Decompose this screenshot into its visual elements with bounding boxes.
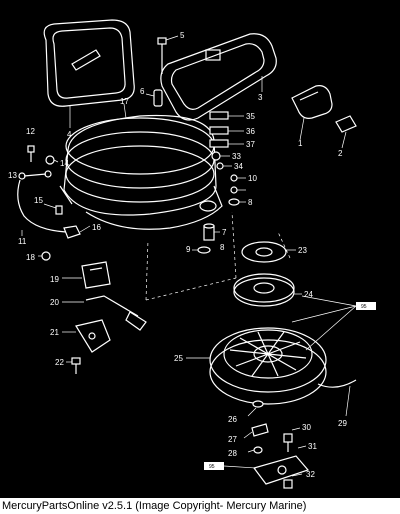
- callout-27: 27: [228, 435, 237, 444]
- part-1-starter-handle: [291, 85, 333, 141]
- callout-8-lower: 8: [220, 243, 225, 252]
- parts-diagram: 95 95 1 2 3 4 5 6 7 8 8 9 10 11 12 13 14…: [8, 19, 376, 489]
- parts-33-34-10-8-fasteners: [199, 151, 246, 212]
- callout-35: 35: [246, 112, 255, 121]
- part-32-screw: [283, 473, 303, 489]
- callout-7: 7: [222, 228, 227, 237]
- part-12-screw: [27, 145, 35, 162]
- callout-14: 14: [60, 159, 69, 168]
- callout-12: 12: [26, 127, 35, 136]
- callout-26: 26: [228, 415, 237, 424]
- callout-1: 1: [298, 139, 303, 148]
- callout-18: 18: [26, 253, 35, 262]
- callout-32: 32: [306, 470, 315, 479]
- callout-22: 22: [55, 358, 64, 367]
- part-2-handle-insert: [335, 115, 357, 149]
- callout-4: 4: [67, 130, 72, 139]
- part-18-screw: [38, 251, 51, 261]
- callout-20: 20: [50, 298, 59, 307]
- part-31-pawl-plate: [252, 445, 310, 485]
- part-22-screw: [66, 357, 81, 374]
- callout-24: 24: [304, 290, 313, 299]
- callout-10: 10: [248, 174, 257, 183]
- part-9-washer: [192, 246, 211, 254]
- callout-28: 28: [228, 449, 237, 458]
- callout-25: 25: [174, 354, 183, 363]
- parts-35-36-37-decals: [209, 111, 244, 148]
- callout-8-upper: 8: [248, 198, 253, 207]
- callout-23: 23: [298, 246, 307, 255]
- part-27-pawl: [243, 423, 269, 439]
- part-15-screw: [43, 203, 63, 215]
- part-7-bushing: [203, 223, 220, 241]
- part-19-cam-bracket: [62, 261, 111, 289]
- part-20-link: [62, 295, 147, 331]
- callout-9: 9: [186, 245, 191, 254]
- part-3-cover-housing: [160, 33, 277, 121]
- lubricant-tag-label-2: 95: [209, 464, 215, 470]
- part-23-retainer: [241, 241, 296, 263]
- callout-11: 11: [18, 237, 27, 246]
- part-13-terminal: [18, 170, 52, 180]
- part-26-screw: [247, 400, 264, 417]
- lubricant-tag-label: 95: [361, 304, 367, 310]
- part-28-spring: [247, 446, 263, 454]
- callout-2: 2: [338, 149, 343, 158]
- callout-16: 16: [92, 223, 101, 232]
- callout-31: 31: [308, 442, 317, 451]
- part-6-pin: [145, 89, 163, 107]
- callout-21: 21: [50, 328, 59, 337]
- callout-5: 5: [180, 31, 185, 40]
- callout-36: 36: [246, 127, 255, 136]
- part-29-starter-rope: [317, 379, 357, 417]
- copyright-footer: MercuryPartsOnline v2.5.1 (Image Copyrig…: [0, 498, 400, 514]
- part-24-rewind-spring: [233, 273, 302, 307]
- part-11-stop-wire: [17, 179, 67, 236]
- part-4-decal-plate: [43, 19, 135, 128]
- callout-labels: 1 2 3 4 5 6 7 8 8 9 10 11 12 13 14 15 16…: [8, 31, 347, 479]
- callout-19: 19: [50, 275, 59, 284]
- part-21-mount-bracket: [62, 319, 111, 353]
- callout-3: 3: [258, 93, 263, 102]
- part-5-screw: [157, 35, 179, 74]
- callout-29: 29: [338, 419, 347, 428]
- exploded-view-drawing: 95 95 1 2 3 4 5 6 7 8 8 9 10 11 12 13 14…: [8, 19, 376, 489]
- part-17-flywheel-cover: [59, 103, 223, 230]
- callout-6: 6: [140, 87, 145, 96]
- part-30-bolt: [283, 427, 301, 452]
- part-16-clamp: [63, 225, 91, 239]
- part-25-pulley: [186, 327, 327, 405]
- callout-15: 15: [34, 196, 43, 205]
- callout-33: 33: [232, 152, 241, 161]
- callout-13: 13: [8, 171, 17, 180]
- part-14-clip: [45, 155, 59, 165]
- callout-37: 37: [246, 140, 255, 149]
- callout-17: 17: [120, 97, 129, 106]
- lubricant-tags: 95 95: [204, 295, 376, 470]
- callout-34: 34: [234, 162, 243, 171]
- callout-30: 30: [302, 423, 311, 432]
